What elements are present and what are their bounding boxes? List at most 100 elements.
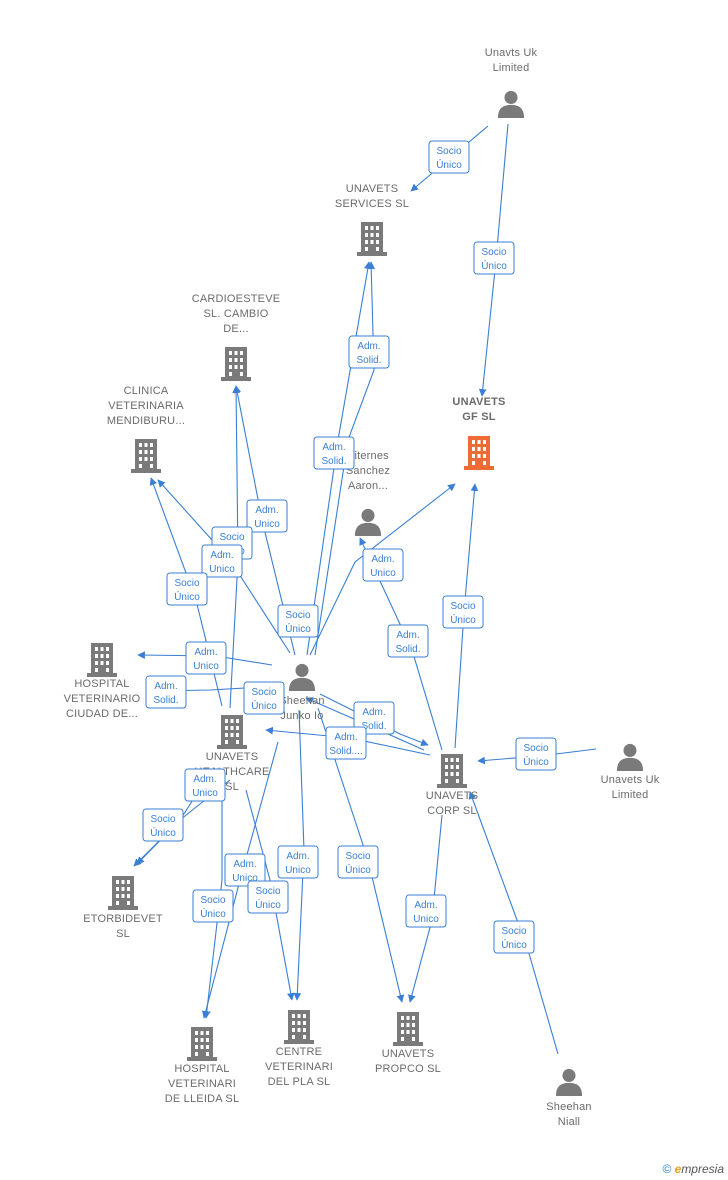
relation-label[interactable]: Adm.Solid.... bbox=[325, 726, 367, 760]
relation-label[interactable]: Adm.Unico bbox=[224, 853, 266, 887]
relation-text: Único bbox=[251, 699, 277, 712]
relation-label[interactable]: Adm.Solid. bbox=[353, 701, 395, 735]
relation-label[interactable]: Adm. Unico bbox=[185, 641, 227, 675]
relation-box bbox=[184, 768, 226, 802]
node-label: GF SL bbox=[462, 411, 495, 423]
node-label: CARDIOESTEVE bbox=[192, 293, 281, 305]
relation-box bbox=[142, 808, 184, 842]
copyright-symbol: © bbox=[662, 1162, 672, 1176]
relation-text: Adm. bbox=[371, 554, 394, 565]
node-label: Aaron... bbox=[348, 480, 388, 492]
relation-text: Socio bbox=[345, 851, 370, 862]
relation-box bbox=[224, 853, 266, 887]
node-label: VETERINARI bbox=[265, 1061, 333, 1073]
relation-text: Unico bbox=[192, 788, 218, 799]
node-label: CIUDAD DE... bbox=[66, 708, 138, 720]
relation-text: Adm. bbox=[396, 630, 419, 641]
node-label: SL bbox=[116, 928, 130, 940]
relation-label[interactable]: Adm.Unico bbox=[246, 499, 288, 533]
person-icon bbox=[616, 743, 644, 771]
relation-text: Socio bbox=[285, 610, 310, 621]
relation-text: Único bbox=[345, 863, 371, 876]
relation-text: Solid. bbox=[395, 644, 420, 655]
relation-text: Unico bbox=[413, 914, 439, 925]
relation-label[interactable]: Adm.Solid. bbox=[313, 436, 355, 470]
relation-label[interactable]: Adm.Unico bbox=[277, 845, 319, 879]
relation-box bbox=[405, 894, 447, 928]
edge-9 bbox=[309, 483, 456, 656]
relation-label[interactable]: Adm.Unico bbox=[362, 548, 404, 582]
building-icon bbox=[284, 1010, 314, 1044]
relation-label[interactable]: Adm.Solid. bbox=[348, 335, 390, 369]
relation-text: Adm. bbox=[194, 647, 217, 658]
relation-text: Único bbox=[501, 938, 527, 951]
relation-text: Único bbox=[481, 259, 507, 272]
node-label: ETORBIDEVET bbox=[83, 913, 163, 925]
relation-text: Adm. bbox=[286, 851, 309, 862]
relation-label[interactable]: Adm.Solid. bbox=[145, 675, 187, 709]
node-label: Limited bbox=[493, 62, 530, 74]
relation-box bbox=[247, 880, 289, 914]
relation-box bbox=[337, 845, 379, 879]
brand-initial: e bbox=[674, 1162, 682, 1176]
relation-label[interactable]: Adm.Unico bbox=[405, 894, 447, 928]
person-icon bbox=[497, 90, 525, 118]
node-label: UNAVETS bbox=[206, 751, 259, 763]
relation-box bbox=[201, 544, 243, 578]
relation-box bbox=[362, 548, 404, 582]
node-label: VETERINARI bbox=[168, 1078, 236, 1090]
relation-label[interactable]: Adm.Unico bbox=[201, 544, 243, 578]
relation-text: Socio bbox=[436, 146, 461, 157]
node-etorbidevet[interactable]: ETORBIDEVET SL bbox=[83, 876, 163, 940]
relation-text: Solid. bbox=[321, 456, 346, 467]
node-viternes[interactable]: ViternesSanchezAaron... bbox=[346, 450, 390, 536]
building-icon bbox=[217, 715, 247, 749]
relation-box bbox=[493, 920, 535, 954]
relation-box bbox=[145, 675, 187, 709]
node-label: VETERINARIO bbox=[64, 693, 141, 705]
relation-text: Adm. bbox=[334, 732, 357, 743]
node-cardioesteve[interactable]: CARDIOESTEVE SL. CAMBIO DE... bbox=[192, 293, 281, 381]
footer-brand[interactable]: © empresia bbox=[662, 1162, 724, 1176]
node-clinica-mendiburu[interactable]: CLINICAVETERINARIAMENDIBURU... bbox=[107, 385, 185, 473]
node-label: CLINICA bbox=[124, 385, 169, 397]
relation-box bbox=[387, 624, 429, 658]
relation-text: Socio bbox=[523, 743, 548, 754]
building-icon bbox=[464, 436, 494, 470]
brand-name: mpresia bbox=[681, 1162, 724, 1176]
relation-box bbox=[246, 499, 288, 533]
node-label: DE... bbox=[223, 323, 248, 335]
person-icon bbox=[555, 1068, 583, 1096]
relation-text: Unico bbox=[193, 661, 219, 672]
relation-text: Único bbox=[523, 755, 549, 768]
edge-22 bbox=[245, 789, 295, 1001]
relation-label[interactable]: Adm.Unico bbox=[184, 768, 226, 802]
node-label: SL. CAMBIO bbox=[204, 308, 269, 320]
node-label: Sheehan bbox=[279, 695, 324, 707]
relation-box bbox=[277, 604, 319, 638]
relation-label[interactable]: Adm. Solid. bbox=[387, 624, 429, 658]
